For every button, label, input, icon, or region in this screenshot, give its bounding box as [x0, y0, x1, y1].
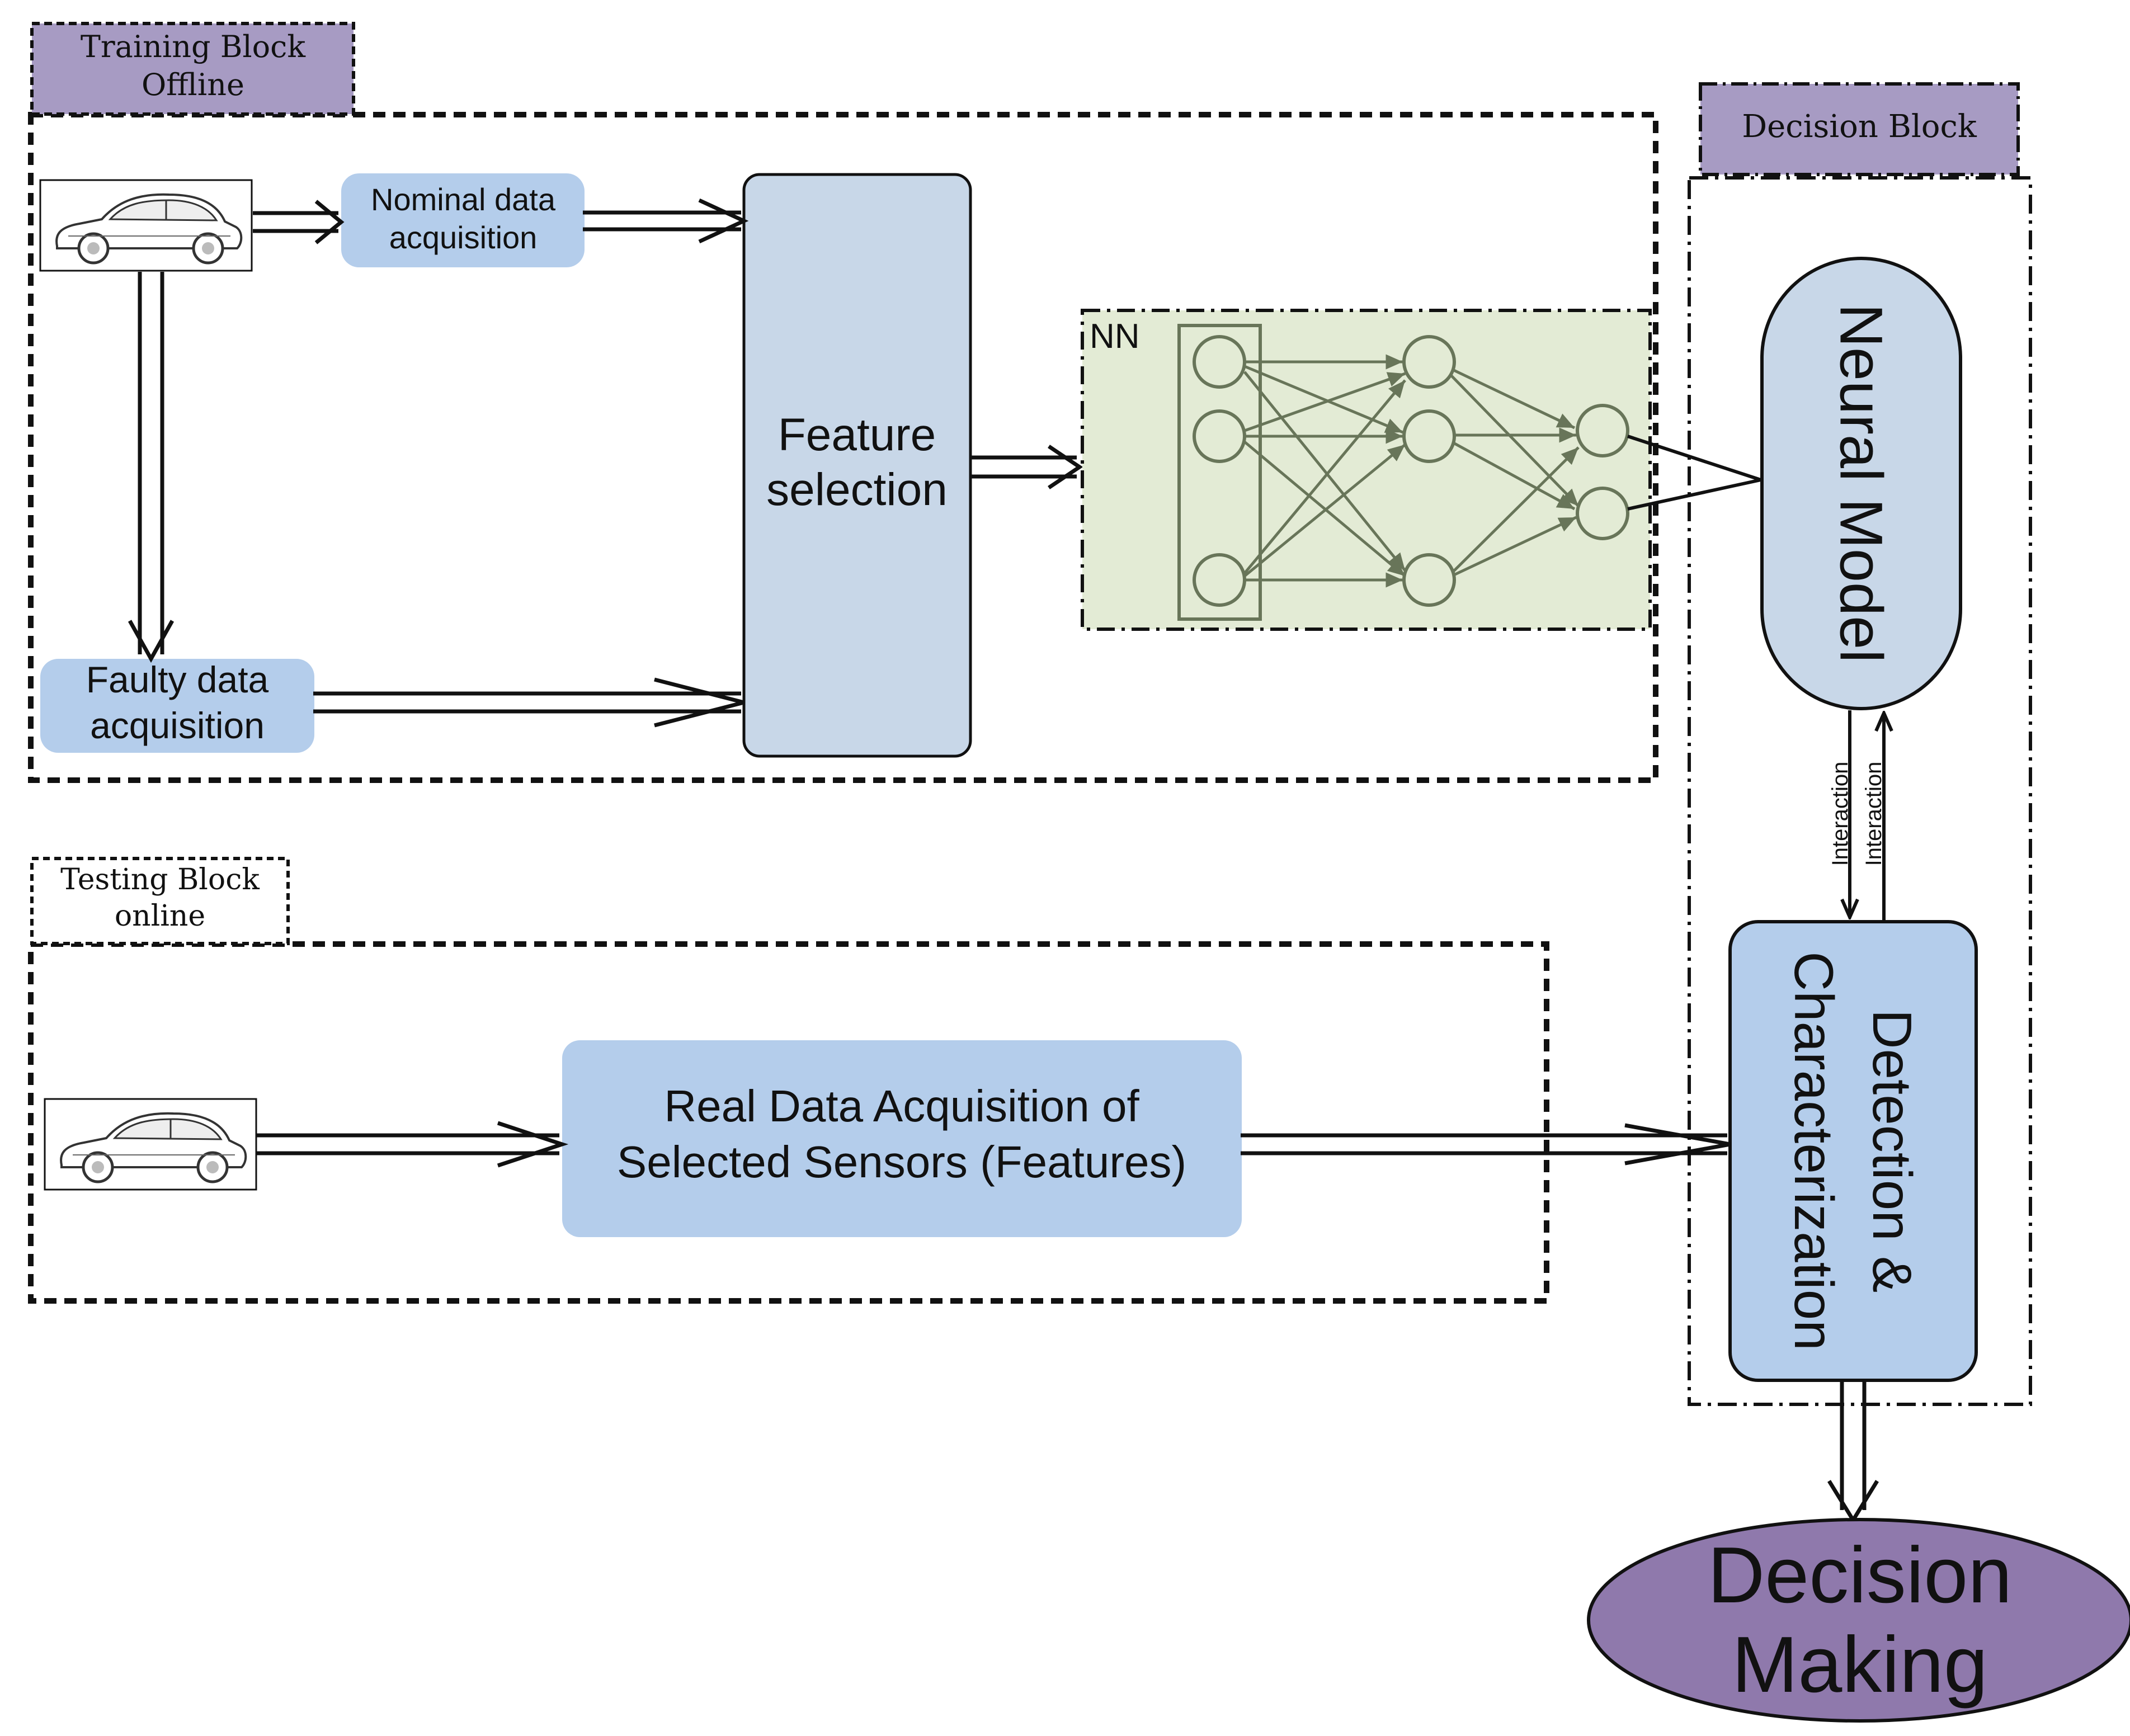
- nominal-to-feature-arrow: [583, 198, 749, 244]
- training-block-label: Training Block Offline: [30, 22, 355, 116]
- nominal-data-acquisition-box: Nominal data acquisition: [341, 173, 585, 267]
- nn-output-node: [1576, 404, 1629, 457]
- training-block: Training Block Offline: [28, 22, 1658, 783]
- nn-hidden-node: [1402, 553, 1456, 607]
- nn-hidden-node: [1402, 335, 1456, 389]
- testing-block-label: Testing Block online: [30, 857, 290, 945]
- nn-label: NN: [1090, 317, 1140, 356]
- neural-model-label: Neural Model: [1828, 304, 1896, 663]
- decision-block-label: Decision Block: [1699, 82, 2020, 176]
- car-icon: [44, 1098, 257, 1191]
- detection-label-line2: Characterization: [1783, 951, 1845, 1351]
- training-arrows: [128, 198, 1083, 728]
- detection-label-line1: Detection &: [1862, 1009, 1923, 1293]
- nn-input-node: [1193, 409, 1246, 463]
- nominal-data-label-line1: Nominal data: [371, 182, 556, 217]
- testing-block: Testing Block online: [28, 857, 1549, 1304]
- decision-block: Decision Block: [1688, 82, 2032, 1406]
- faulty-to-feature-arrow: [313, 677, 744, 728]
- real-acquisition-to-detection-arrow: [1241, 1123, 1731, 1166]
- training-block-title-line2: Offline: [142, 67, 244, 102]
- testing-block-title-line2: online: [115, 899, 205, 933]
- testing-block-title-line1: Testing Block: [60, 863, 260, 897]
- decision-making-ellipse: Decision Making: [1587, 1518, 2130, 1723]
- decision-making-label-line2: Making: [1732, 1620, 1988, 1709]
- detection-characterization-box: Detection & Characterization: [1728, 920, 1978, 1382]
- testing-arrows: [256, 1121, 1731, 1168]
- decision-block-border: [1688, 176, 2032, 1406]
- detection-to-decision-arrow: [1827, 1381, 1879, 1524]
- testing-block-border: [28, 941, 1549, 1304]
- nn-nodes: [1193, 335, 1629, 607]
- feature-selection-label-line1: Feature: [778, 409, 936, 460]
- real-data-label-line1: Real Data Acquisition of: [664, 1081, 1139, 1131]
- nn-hidden-node: [1402, 409, 1456, 463]
- real-data-label-line2: Selected Sensors (Features): [617, 1137, 1186, 1187]
- nn-block: NN: [1081, 309, 1652, 631]
- nn-input-node: [1193, 553, 1246, 607]
- feature-to-nn-arrow: [970, 445, 1083, 489]
- decision-block-title: Decision Block: [1742, 108, 1977, 145]
- feature-selection-box: Feature selection: [742, 173, 972, 758]
- neural-model-box: Neural Model: [1760, 257, 1962, 710]
- interaction-arrows: Interaction Interaction: [1828, 710, 1886, 920]
- nominal-data-label-line2: acquisition: [389, 220, 538, 255]
- feature-selection-label-line2: selection: [766, 464, 948, 515]
- faulty-data-label-line2: acquisition: [90, 705, 265, 746]
- nn-output-node: [1576, 487, 1629, 540]
- interaction-up-label: Interaction: [1862, 762, 1886, 866]
- real-data-acquisition-box: Real Data Acquisition of Selected Sensor…: [562, 1040, 1242, 1237]
- faulty-data-acquisition-box: Faulty data acquisition: [40, 659, 314, 753]
- nn-connections: [1243, 354, 1580, 588]
- decision-making-label-line1: Decision: [1708, 1531, 2013, 1620]
- training-block-border: [28, 112, 1658, 783]
- interaction-down-label: Interaction: [1828, 762, 1853, 866]
- car-to-real-acquisition-arrow: [256, 1121, 569, 1168]
- nn-to-neural-model-lines: [1627, 435, 1761, 511]
- faulty-data-label-line1: Faulty data: [86, 659, 269, 700]
- nn-input-node: [1193, 335, 1246, 389]
- training-block-title-line1: Training Block: [81, 29, 307, 64]
- car-icon: [39, 179, 253, 272]
- car-to-nominal-arrow: [253, 200, 345, 244]
- nn-input-layer-frame: [1177, 324, 1262, 621]
- car-to-faulty-arrow: [128, 272, 175, 663]
